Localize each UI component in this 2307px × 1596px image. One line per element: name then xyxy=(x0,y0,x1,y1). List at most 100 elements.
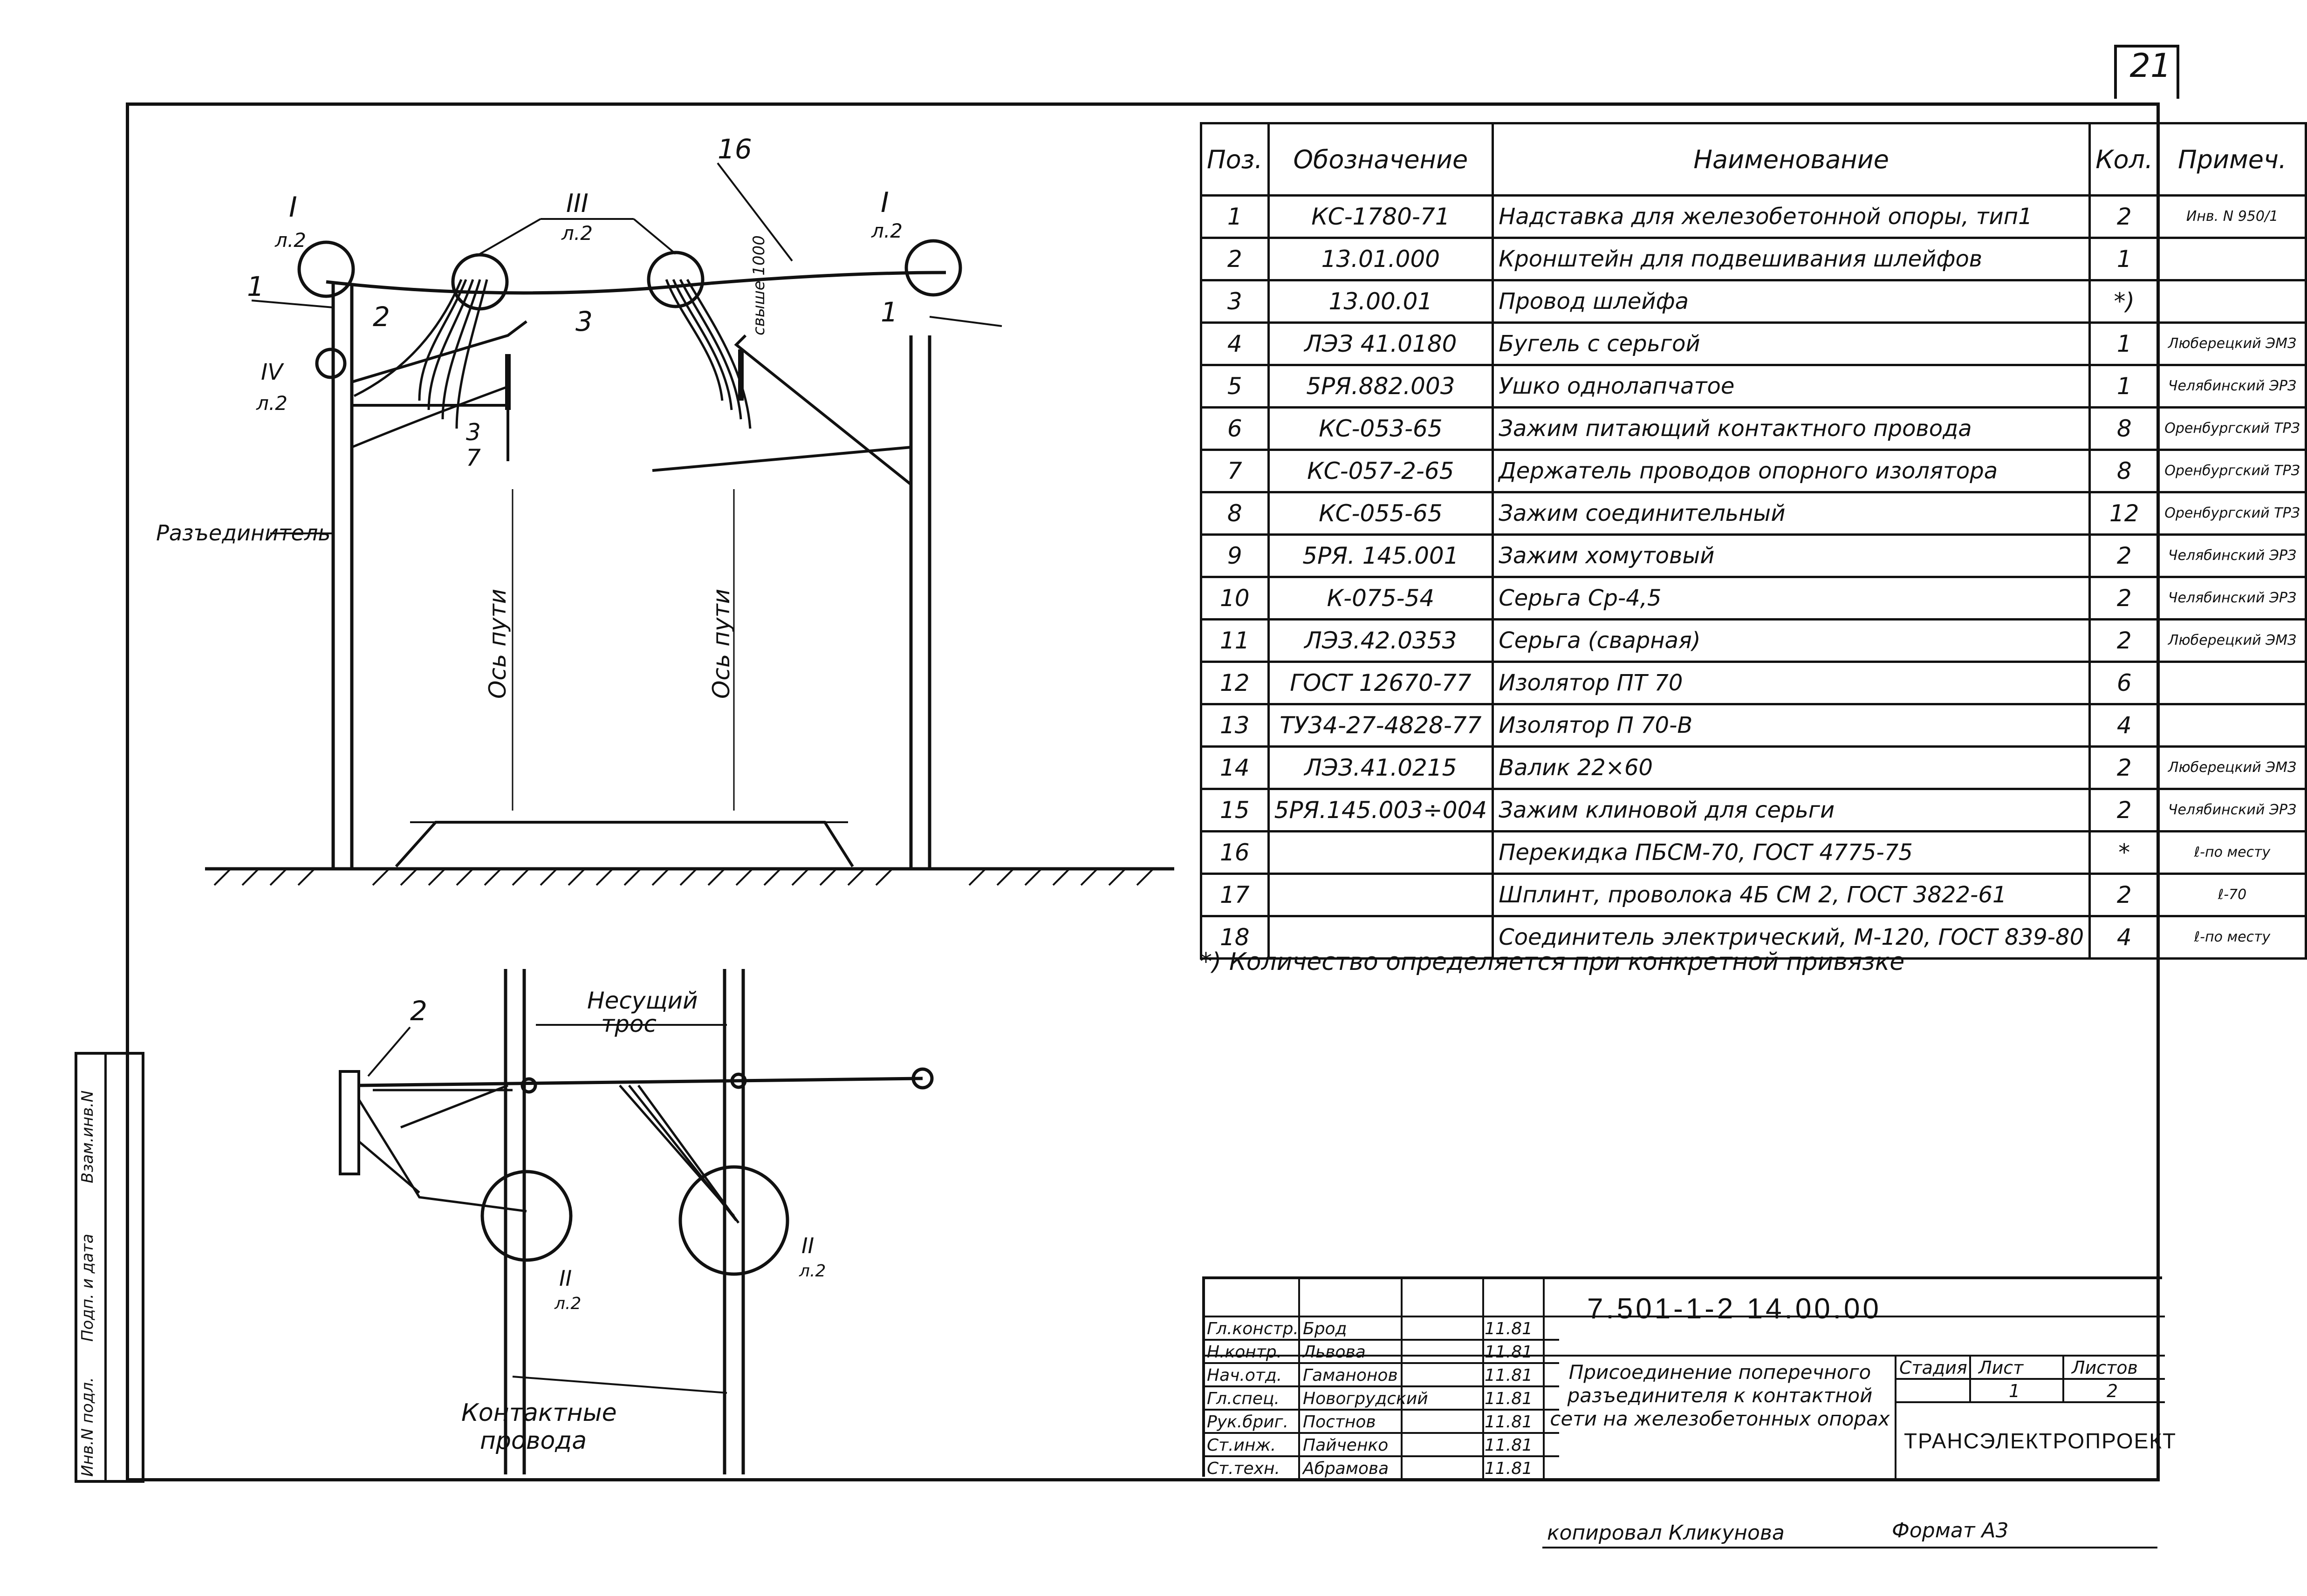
signature-date: 11.81 xyxy=(1485,1366,1533,1385)
spec-qty: 1 xyxy=(2088,237,2160,281)
drawing-sheet: 21 Инв.N подл. Подп. и дата Взам.инв.N xyxy=(75,45,2307,1548)
spec-pos: 17 xyxy=(1200,873,1270,917)
spec-designation: КС-055-65 xyxy=(1267,491,1494,536)
spec-pos: 8 xyxy=(1200,491,1270,536)
spec-pos: 13 xyxy=(1200,703,1270,748)
callout-II-left-sub: л.2 xyxy=(554,1294,581,1313)
spec-designation xyxy=(1267,915,1494,960)
elevation-and-plan-drawing: I л.2 III л.2 I л.2 IV л.2 1 1 2 3 3 7 1… xyxy=(156,133,1174,1474)
spec-pos: 12 xyxy=(1200,661,1270,705)
spec-qty: 2 xyxy=(2088,533,2160,578)
signature-date: 11.81 xyxy=(1485,1389,1533,1408)
sag-note: свыше 1000 xyxy=(750,235,768,335)
spec-designation: ТУ34-27-4828-77 xyxy=(1267,703,1494,748)
spec-designation: 5РЯ.882.003 xyxy=(1267,364,1494,409)
spec-note: Люберецкий ЭМЗ xyxy=(2157,745,2307,790)
spec-name: Зажим соединительный xyxy=(1492,491,2091,536)
signature-date: 11.81 xyxy=(1485,1343,1533,1362)
signature-row: Ст.техн. Абрамова 11.81 xyxy=(1205,1455,1559,1480)
callout-I-right-sub: л.2 xyxy=(871,219,903,242)
spec-qty: 2 xyxy=(2088,576,2160,621)
spec-name: Изолятор П 70-В xyxy=(1492,703,2091,748)
header-pos: Поз. xyxy=(1200,122,1270,197)
sheet-number-box xyxy=(2114,45,2179,99)
spec-designation: КС-1780-71 xyxy=(1267,194,1494,239)
spec-name: Бугель с серьгой xyxy=(1492,321,2091,366)
detail-circle-II-right xyxy=(678,1165,789,1276)
spec-name: Держатель проводов опорного изолятора xyxy=(1492,449,2091,493)
spec-pos: 6 xyxy=(1200,406,1270,451)
signature-date: 11.81 xyxy=(1485,1436,1533,1455)
header-note: Примеч. xyxy=(2157,122,2307,197)
spec-name: Зажим питающий контактного провода xyxy=(1492,406,2091,451)
spec-qty: 6 xyxy=(2088,661,2160,705)
spec-pos: 3 xyxy=(1200,279,1270,324)
callout-IV: IV xyxy=(261,359,284,385)
spec-designation: КС-053-65 xyxy=(1267,406,1494,451)
spec-pos: 18 xyxy=(1200,915,1270,960)
spec-qty: 8 xyxy=(2088,449,2160,493)
spec-pos: 14 xyxy=(1200,745,1270,790)
signature-role: Ст.техн. xyxy=(1207,1459,1280,1478)
spec-note: Оренбургский ТРЗ xyxy=(2157,406,2307,451)
pos-1-right: 1 xyxy=(881,296,898,328)
spec-qty: 2 xyxy=(2088,618,2160,663)
spec-note: Инв. N 950/1 xyxy=(2157,194,2307,239)
spec-note: Челябинский ЭРЗ xyxy=(2157,788,2307,832)
spec-qty: 1 xyxy=(2088,364,2160,409)
detail-circle-I-left xyxy=(297,240,355,298)
signature-role: Н.контр. xyxy=(1207,1343,1282,1362)
spec-pos: 11 xyxy=(1200,618,1270,663)
pos-7: 7 xyxy=(466,444,481,471)
detail-circle-II-left xyxy=(480,1170,573,1262)
spec-qty: 12 xyxy=(2088,491,2160,536)
spec-note: Оренбургский ТРЗ xyxy=(2157,491,2307,536)
signature-role: Гл.спец. xyxy=(1207,1389,1280,1408)
doc-number: 7.501-1-2 14.00.00 xyxy=(1587,1293,1882,1325)
detail-circle-IV xyxy=(315,348,347,379)
spec-name: Провод шлейфа xyxy=(1492,279,2091,324)
callout-IV-sub: л.2 xyxy=(256,392,288,415)
spec-row: 18 Соединитель электрический, М-120, ГОСТ… xyxy=(1200,915,2307,960)
signature-row: Гл.спец. Новогрудский 11.81 xyxy=(1205,1385,1559,1411)
spec-designation xyxy=(1267,873,1494,917)
spec-designation: 5РЯ. 145.001 xyxy=(1267,533,1494,578)
spec-qty: 4 xyxy=(2088,915,2160,960)
signature-name: Гаманонов xyxy=(1303,1366,1398,1385)
footnote: *) Количество определяется при конкретно… xyxy=(1200,948,1905,976)
stage-label: Стадия xyxy=(1899,1357,1967,1378)
spec-note: Челябинский ЭРЗ xyxy=(2157,364,2307,409)
signature-name: Новогрудский xyxy=(1303,1389,1428,1408)
spec-name: Серьга (сварная) xyxy=(1492,618,2091,663)
spec-designation xyxy=(1267,830,1494,875)
spec-note xyxy=(2157,661,2307,705)
spec-pos: 15 xyxy=(1200,788,1270,832)
spec-note xyxy=(2157,279,2307,324)
pos-16: 16 xyxy=(718,133,752,165)
spec-qty: 8 xyxy=(2088,406,2160,451)
spec-name: Соединитель электрический, М-120, ГОСТ 8… xyxy=(1492,915,2091,960)
spec-qty: 4 xyxy=(2088,703,2160,748)
spec-designation: К-075-54 xyxy=(1267,576,1494,621)
copied-by: копировал Кликунова xyxy=(1547,1521,1785,1545)
spec-qty: 2 xyxy=(2088,745,2160,790)
spec-name: Изолятор ПТ 70 xyxy=(1492,661,2091,705)
callout-III-sub: л.2 xyxy=(561,222,593,245)
pos-3: 3 xyxy=(575,306,593,337)
signature-date: 11.81 xyxy=(1485,1459,1533,1478)
track-axis-1: Ось пути xyxy=(484,589,511,699)
spec-pos: 1 xyxy=(1200,194,1270,239)
side-strip xyxy=(75,1052,144,1483)
spec-note: Оренбургский ТРЗ xyxy=(2157,449,2307,493)
signature-name: Абрамова xyxy=(1303,1459,1389,1478)
